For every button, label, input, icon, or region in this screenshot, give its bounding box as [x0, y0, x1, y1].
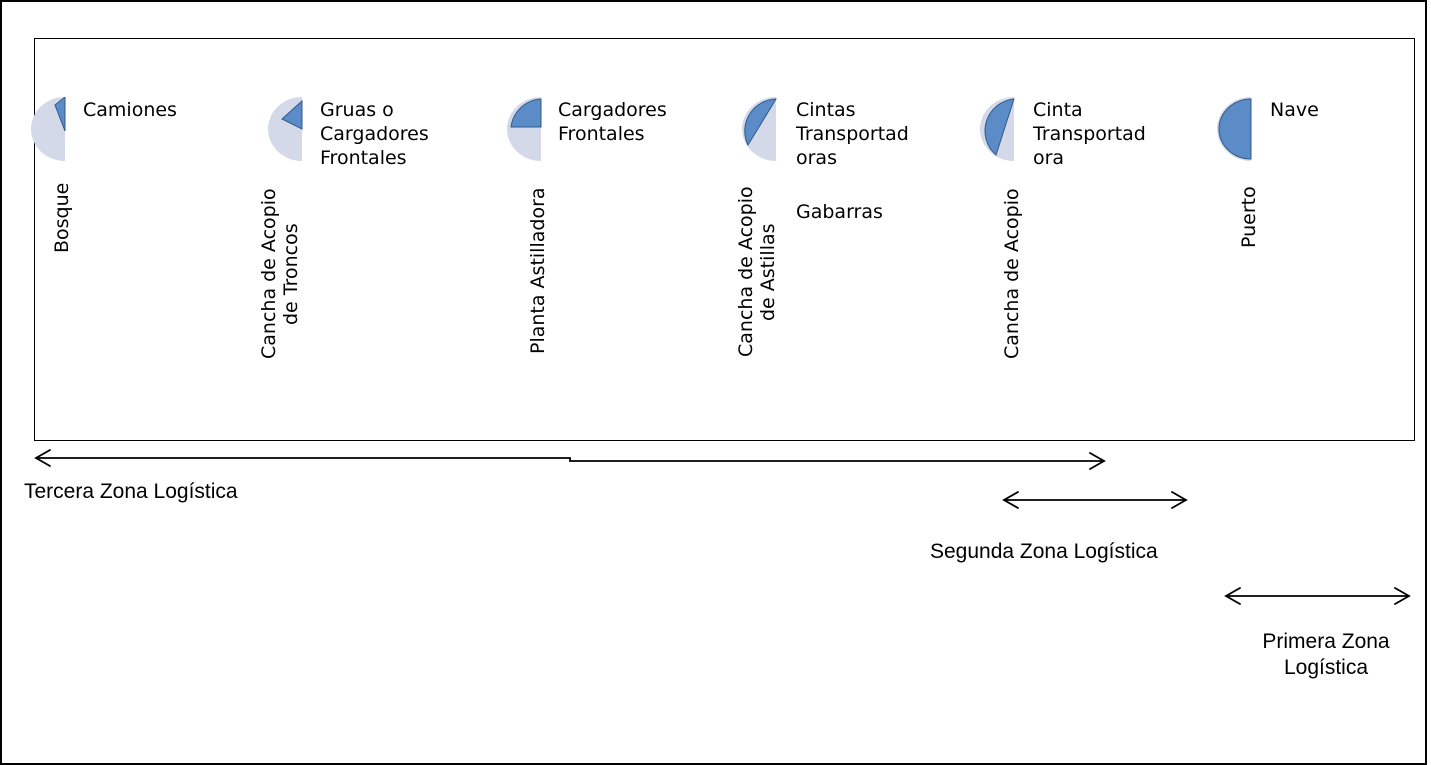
stage-6-transport: Nave — [1270, 99, 1319, 121]
stage-3-icon — [507, 97, 542, 161]
stage-4-icon — [742, 97, 777, 161]
stage-5-transport: Cinta Transportad ora — [1033, 99, 1146, 169]
zone-2-label: Segunda Zona Logística — [930, 540, 1158, 563]
stage-2-transport: Gruas o Cargadores Frontales — [320, 99, 429, 169]
stage-1-icon — [31, 97, 66, 161]
stage-4-extra: Gabarras — [796, 201, 883, 223]
zone-3-label: Tercera Zona Logística — [24, 480, 238, 503]
zone-2-arrow — [1002, 491, 1188, 509]
zone-1-label: Primera Zona Logística — [1262, 630, 1390, 679]
stage-1-transport: Camiones — [83, 99, 177, 121]
stage-4-transport: Cintas Transportad oras — [796, 99, 909, 169]
stage-5-icon — [980, 97, 1015, 161]
process-box — [34, 38, 1415, 441]
zone-3-arrow — [34, 449, 1106, 470]
stage-2-icon — [268, 97, 303, 161]
zone-1-arrow — [1224, 587, 1411, 605]
stage-6-icon — [1217, 97, 1252, 161]
stage-3-transport: Cargadores Frontales — [558, 99, 667, 145]
